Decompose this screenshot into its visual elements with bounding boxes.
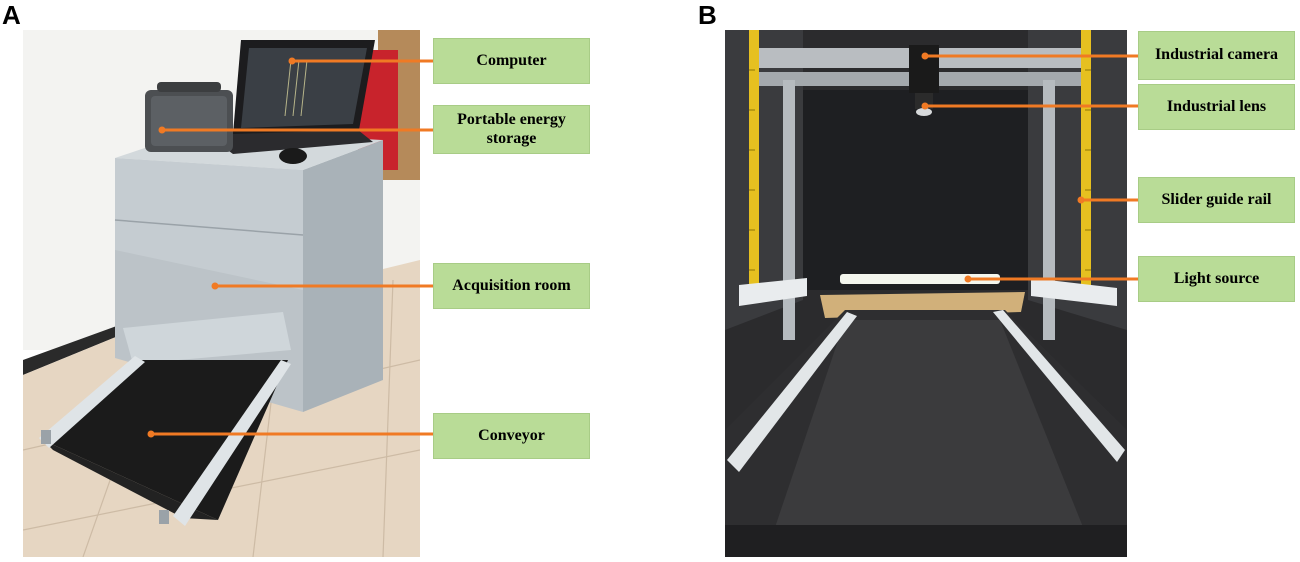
label-light-source: Light source [1138, 256, 1295, 302]
photo-a-illustration [23, 30, 420, 557]
panel-b-letter: B [698, 0, 717, 30]
panel-a-letter: A [2, 0, 21, 30]
label-industrial-lens: Industrial lens [1138, 84, 1295, 130]
label-computer: Computer [433, 38, 590, 84]
photo-panel-a [23, 30, 420, 557]
label-portable-energy-storage: Portable energy storage [433, 105, 590, 154]
label-industrial-camera: Industrial camera [1138, 31, 1295, 80]
label-acquisition-room: Acquisition room [433, 263, 590, 309]
photo-panel-b [725, 30, 1127, 557]
label-slider-guide-rail: Slider guide rail [1138, 177, 1295, 223]
label-conveyor: Conveyor [433, 413, 590, 459]
photo-b-illustration [725, 30, 1127, 557]
